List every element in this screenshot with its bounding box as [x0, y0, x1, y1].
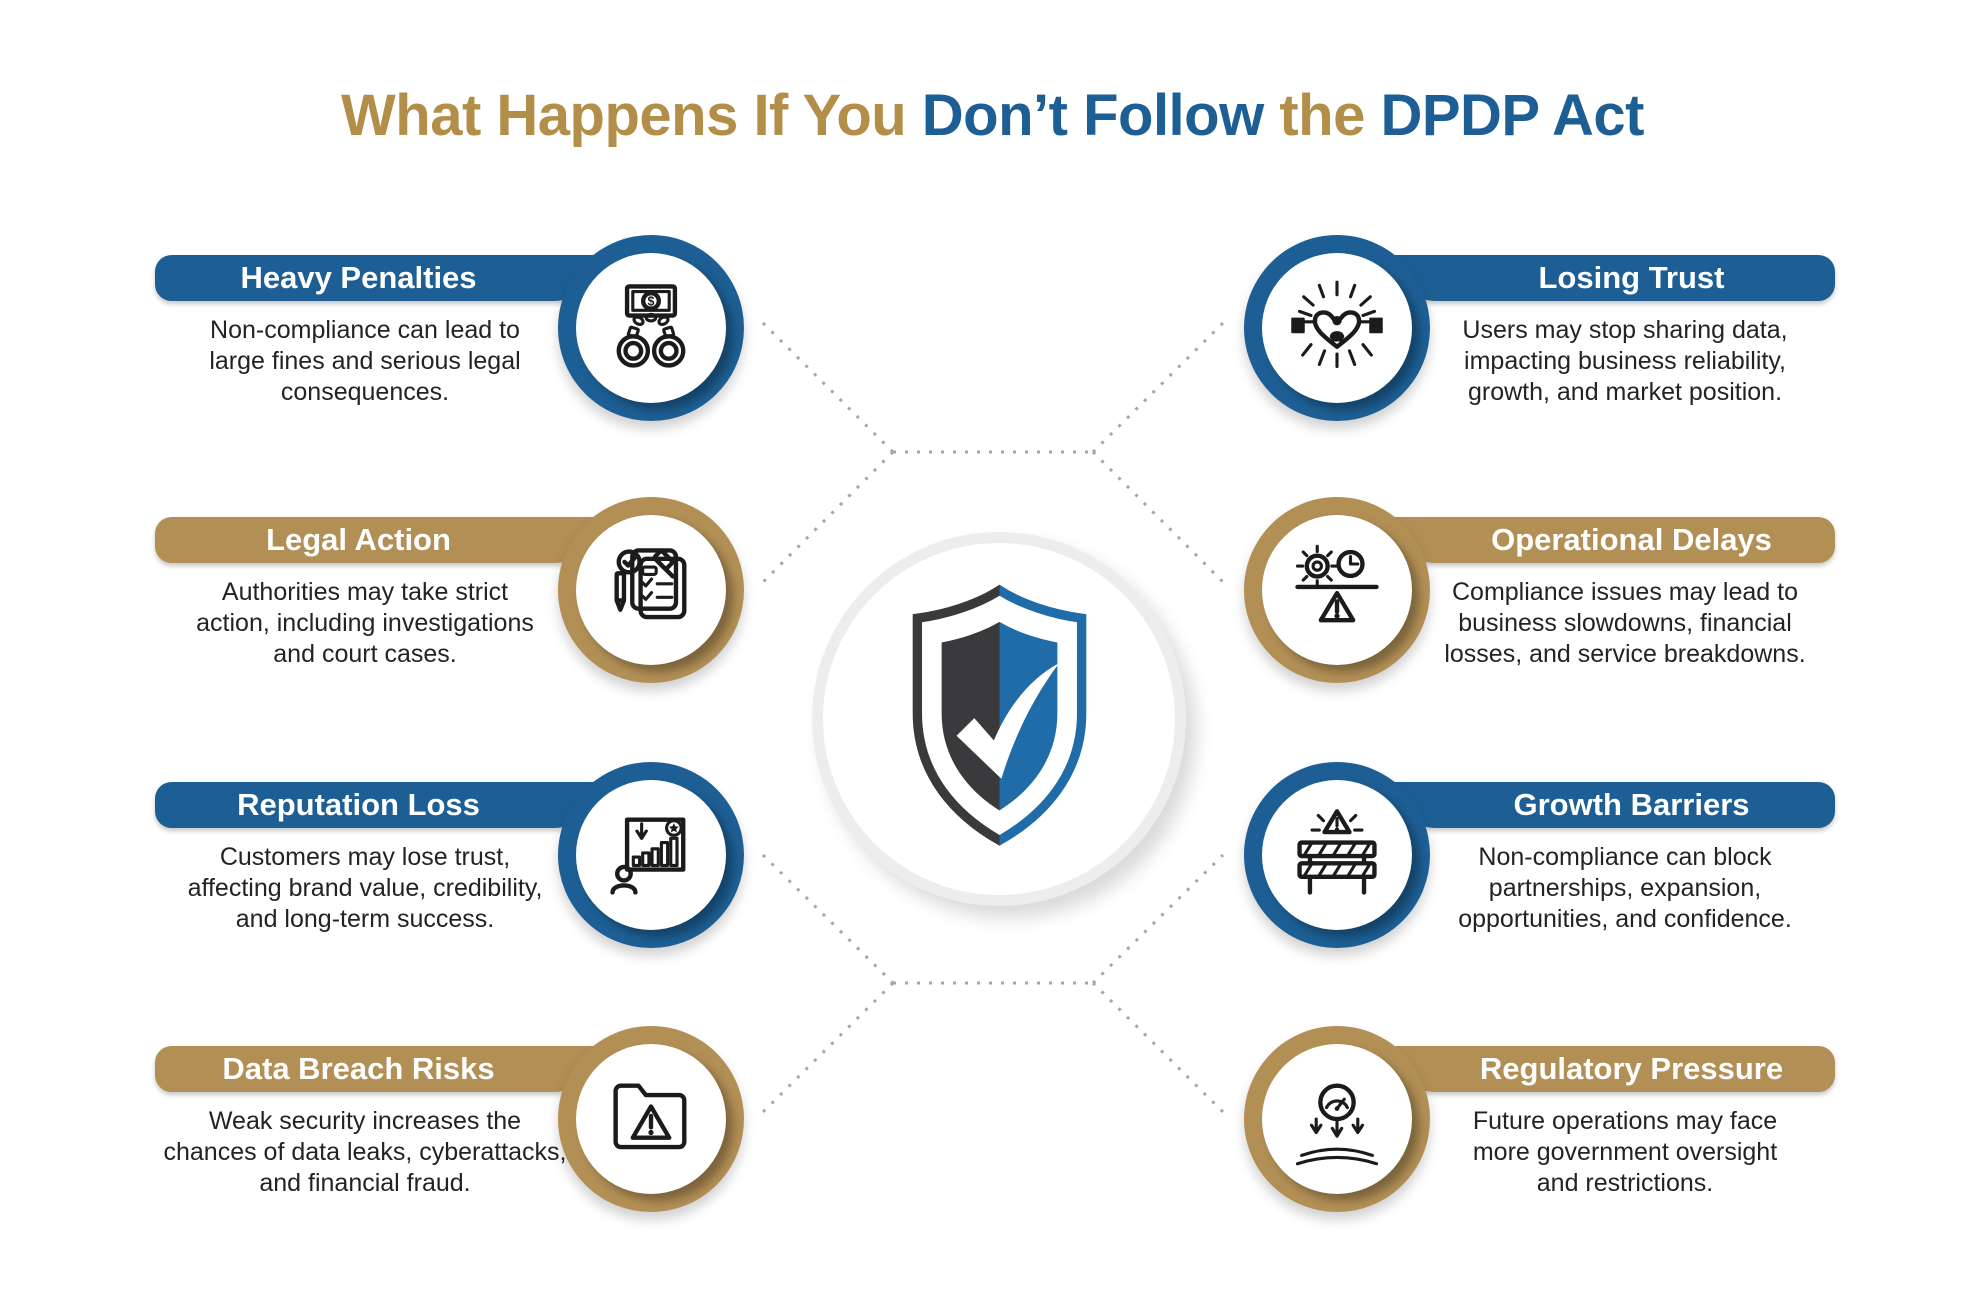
- losing-trust-description-line: Users may stop sharing data,: [1462, 316, 1788, 344]
- reputation-loss-icon-badge: [558, 762, 744, 948]
- folder-warning-icon: [599, 1067, 703, 1171]
- handcuffs-money-icon: [599, 276, 703, 380]
- operational-delays-description: Compliance issues may lead to business sl…: [1400, 577, 1850, 670]
- data-breach-risks-icon-circle: [576, 1044, 726, 1194]
- data-breach-risks-description-line: Weak security increases the: [208, 1107, 522, 1135]
- regulatory-pressure-icon-badge: [1244, 1026, 1430, 1212]
- regulatory-pressure-icon-circle: [1262, 1044, 1412, 1194]
- legal-documents-icon: [599, 538, 703, 642]
- growth-barriers-description-line: Non-compliance can block: [1478, 843, 1772, 871]
- heavy-penalties-description: Non-compliance can lead to large fines an…: [140, 315, 590, 408]
- growth-barriers-banner-title: Growth Barriers: [1390, 782, 1835, 828]
- gear-clock-warning-icon: [1285, 538, 1389, 642]
- reputation-loss-description-line: affecting brand value, credibility,: [187, 874, 543, 902]
- heavy-penalties-icon-badge: [558, 235, 744, 421]
- operational-delays-description-line: Compliance issues may lead to: [1452, 578, 1798, 606]
- page-title: What Happens If You Don’t Follow the DPD…: [0, 82, 1985, 149]
- regulatory-pressure-description-line: more government oversight: [1472, 1138, 1778, 1166]
- reputation-loss-description: Customers may lose trust, affecting brand…: [140, 842, 590, 935]
- losing-trust-description-line: growth, and market position.: [1467, 378, 1783, 406]
- pressure-gauge-icon: [1285, 1067, 1389, 1171]
- reputation-loss-description-line: and long-term success.: [235, 905, 495, 933]
- operational-delays-icon-badge: [1244, 497, 1430, 683]
- reputation-loss-banner-title: Reputation Loss: [155, 782, 600, 828]
- growth-barriers-icon-badge: [1244, 762, 1430, 948]
- operational-delays-description-line: business slowdowns, financial: [1458, 609, 1792, 637]
- title-segment: DPDP Act: [1380, 83, 1644, 148]
- losing-trust-description-line: impacting business reliability,: [1464, 347, 1786, 375]
- losing-trust-icon-circle: [1262, 253, 1412, 403]
- regulatory-pressure-description-line: Future operations may face: [1472, 1107, 1778, 1135]
- legal-action-description-line: and court cases.: [273, 640, 457, 668]
- legal-action-banner-title: Legal Action: [155, 517, 600, 563]
- data-breach-risks-description: Weak security increases the chances of da…: [140, 1106, 590, 1199]
- operational-delays-banner-title: Operational Delays: [1390, 517, 1835, 563]
- title-segment: the: [1279, 83, 1381, 148]
- regulatory-pressure-description: Future operations may face more governmen…: [1400, 1106, 1850, 1199]
- heavy-penalties-description-line: consequences.: [280, 378, 450, 406]
- heavy-penalties-description-line: large fines and serious legal: [209, 347, 521, 375]
- losing-trust-banner-title: Losing Trust: [1390, 255, 1835, 301]
- operational-delays-icon-circle: [1262, 515, 1412, 665]
- center-hub: [812, 532, 1186, 906]
- losing-trust-icon-badge: [1244, 235, 1430, 421]
- legal-action-description-line: Authorities may take strict: [221, 578, 509, 606]
- data-breach-risks-banner-title: Data Breach Risks: [155, 1046, 600, 1092]
- title-segment: Don’t Follow: [921, 83, 1280, 148]
- heavy-penalties-banner-title: Heavy Penalties: [155, 255, 600, 301]
- operational-delays-description-line: losses, and service breakdowns.: [1444, 640, 1806, 668]
- data-breach-risks-description-line: and financial fraud.: [259, 1169, 471, 1197]
- losing-trust-description: Users may stop sharing data, impacting bu…: [1400, 315, 1850, 408]
- legal-action-icon-circle: [576, 515, 726, 665]
- growth-barriers-description-line: partnerships, expansion,: [1488, 874, 1762, 902]
- trust-hands-icon: [1285, 276, 1389, 380]
- declining-chart-icon: [599, 803, 703, 907]
- legal-action-description: Authorities may take strict action, inclu…: [140, 577, 590, 670]
- regulatory-pressure-description-line: and restrictions.: [1536, 1169, 1714, 1197]
- heavy-penalties-icon-circle: [576, 253, 726, 403]
- heavy-penalties-description-line: Non-compliance can lead to: [210, 316, 520, 344]
- growth-barriers-description: Non-compliance can block partnerships, ex…: [1400, 842, 1850, 935]
- growth-barriers-description-line: opportunities, and confidence.: [1458, 905, 1792, 933]
- legal-action-icon-badge: [558, 497, 744, 683]
- data-breach-risks-icon-badge: [558, 1026, 744, 1212]
- shield-check-icon: [887, 579, 1112, 859]
- reputation-loss-description-line: Customers may lose trust,: [219, 843, 511, 871]
- regulatory-pressure-banner-title: Regulatory Pressure: [1390, 1046, 1835, 1092]
- title-segment: What Happens If You: [341, 83, 922, 148]
- growth-barriers-icon-circle: [1262, 780, 1412, 930]
- barrier-warning-icon: [1285, 803, 1389, 907]
- reputation-loss-icon-circle: [576, 780, 726, 930]
- legal-action-description-line: action, including investigations: [196, 609, 534, 637]
- data-breach-risks-description-line: chances of data leaks, cyberattacks,: [163, 1138, 567, 1166]
